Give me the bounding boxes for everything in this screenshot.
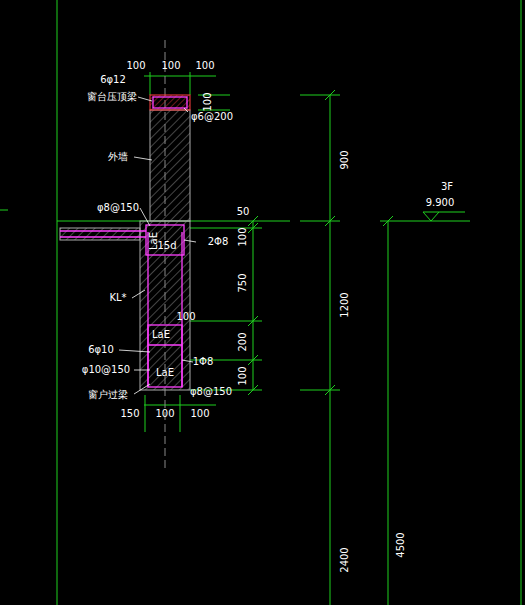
annotation: 100 — [155, 409, 174, 419]
sill-coping — [150, 95, 190, 110]
annotation: 150 — [120, 409, 139, 419]
dimension-text: 750 — [238, 273, 248, 292]
annotation: 6φ10 — [88, 345, 114, 355]
dimension-text: 200 — [238, 332, 248, 351]
annotation: φ8@150 — [190, 387, 232, 397]
annotation: 15d — [157, 241, 176, 251]
annotation: φ8@150 — [97, 203, 139, 213]
annotation: 100 — [195, 61, 214, 71]
dimension-text: 4500 — [396, 532, 406, 557]
rebar — [60, 97, 187, 387]
annotation: 100 — [176, 312, 195, 322]
annotation: 窗台压顶梁 — [87, 92, 137, 102]
annotation: 9.900 — [426, 198, 455, 208]
annotation: 外墙 — [108, 152, 128, 162]
annotation: 100 — [161, 61, 180, 71]
annotation: 1Φ8 — [193, 357, 214, 367]
slab — [60, 228, 140, 240]
annotation: LaE — [152, 330, 170, 340]
annotation: 6φ12 — [100, 75, 126, 85]
dimension-text: 100 — [238, 227, 248, 246]
annotation: 50 — [237, 207, 250, 217]
beam — [140, 221, 190, 390]
dimension-text: 100 — [238, 366, 248, 385]
leader-lines — [119, 97, 196, 394]
annotation: φ10@150 — [82, 365, 130, 375]
annotation: φ6@200 — [191, 112, 233, 122]
annotation: 100 — [190, 409, 209, 419]
annotation: 2Φ8 — [208, 237, 229, 247]
annotation: 100 — [126, 61, 145, 71]
dimension-text: 2400 — [340, 547, 350, 572]
dimension-text: 1200 — [340, 292, 350, 317]
annotation: KL* — [109, 293, 126, 303]
dimension-text: 900 — [340, 150, 350, 169]
annotation: LaE — [156, 368, 174, 378]
dimension-text: 100 — [203, 92, 213, 111]
annotation: 窗户过梁 — [88, 390, 128, 400]
wall — [150, 110, 190, 221]
annotation: 3F — [441, 182, 453, 192]
